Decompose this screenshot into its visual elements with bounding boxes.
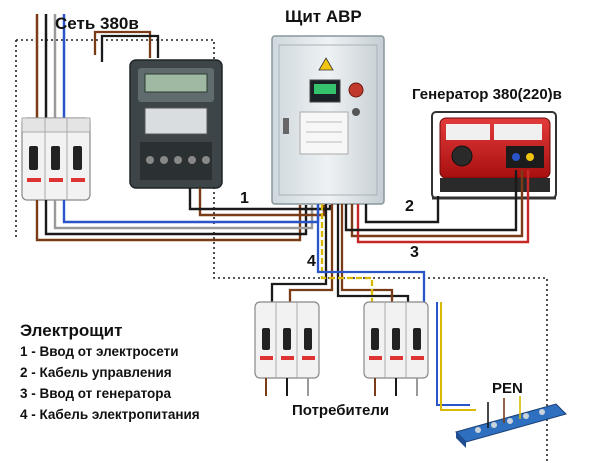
legend: Электрощит 1 - Ввод от электросети 2 - К… (20, 320, 200, 425)
mains-breaker (21, 117, 91, 201)
generator-label: Генератор 380(220)в (412, 86, 562, 103)
legend-item-1: 1 - Ввод от электросети (20, 344, 179, 359)
cable-2-wires (364, 196, 440, 224)
legend-item-3: 3 - Ввод от генератора (20, 386, 172, 401)
pen-wires (436, 302, 476, 411)
cable-4-wires (270, 204, 426, 302)
grid-label: Сеть 380в (55, 14, 139, 33)
consumer-breaker-left (254, 301, 320, 379)
consumer-breaker-right (363, 301, 429, 379)
generator (431, 111, 557, 200)
ats-cabinet (271, 35, 385, 205)
legend-item-4: 4 - Кабель электропитания (20, 407, 200, 422)
cable-number-1: 1 (240, 190, 249, 207)
electricity-meter (129, 59, 223, 189)
pen-label: PEN (492, 380, 523, 397)
consumers-label: Потребители (292, 402, 390, 419)
breaker-to-meter-wires (93, 30, 160, 62)
mains-feed-wires (35, 14, 66, 118)
cable-number-3: 3 (410, 244, 419, 261)
cable-number-4: 4 (307, 253, 316, 270)
consumer-output-wires (265, 378, 418, 396)
legend-item-2: 2 - Кабель управления (20, 365, 172, 380)
cable-1-wires (35, 188, 332, 242)
cable-3-wires (344, 170, 530, 244)
mains-zone-border (15, 39, 548, 463)
panel-label: Щит АВР (285, 7, 362, 26)
cable-number-2: 2 (405, 198, 414, 215)
legend-title: Электрощит (20, 321, 123, 340)
pen-busbar (455, 396, 567, 448)
